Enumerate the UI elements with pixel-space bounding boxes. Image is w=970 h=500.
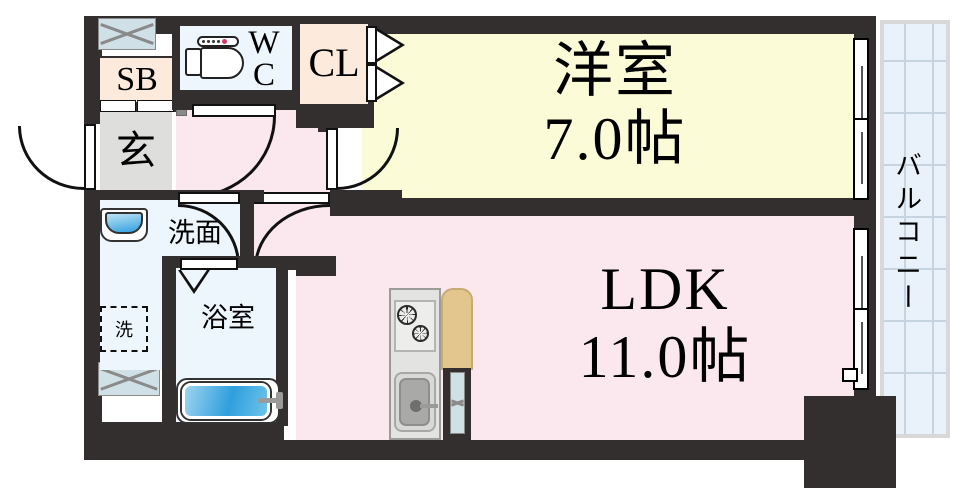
bedroom-size-label: 7.0帖 <box>543 105 687 172</box>
entrance-label: 玄 <box>116 128 156 174</box>
panel-dot <box>202 40 205 43</box>
bathtub-faucet-icon <box>258 398 280 403</box>
panel-dot-active <box>222 39 227 44</box>
bathroom-door-leaf[interactable] <box>180 258 238 270</box>
closet-floor <box>300 24 368 104</box>
bathroom-wall-left <box>162 256 176 426</box>
closet-bifold-leaf[interactable] <box>366 26 377 64</box>
ldk-sash-rail <box>861 256 863 308</box>
shoebox-floor <box>100 58 174 102</box>
structural-column <box>804 396 896 488</box>
entrance-door-swing-arc <box>18 126 84 190</box>
balcony-gridline <box>884 216 946 218</box>
balcony-gridline <box>884 320 946 322</box>
stove-burner-icon <box>412 325 429 342</box>
bedroom-floor <box>362 34 854 200</box>
balcony-gridline <box>884 268 946 270</box>
column-vent-sash[interactable] <box>842 368 858 382</box>
wc-label-c: C <box>252 56 275 93</box>
bathroom-door-arrow-fill <box>181 270 207 289</box>
kitchen-pipe-shaft-icon <box>450 372 465 434</box>
kitchen-faucet-icon <box>410 400 422 412</box>
balcony-gridline <box>884 60 946 62</box>
bedroom-sash-rail <box>861 66 863 118</box>
wall-hall-ldk-corner <box>296 256 336 276</box>
balcony-gridline <box>904 24 906 434</box>
plan-cutout-bottom <box>170 462 830 500</box>
balcony-floor <box>884 24 946 434</box>
washroom-door-leaf[interactable] <box>178 192 240 204</box>
shoebox-label: SB <box>116 61 158 99</box>
panel-dot <box>217 40 220 43</box>
entrance-floor <box>100 112 172 192</box>
wc-label-w: W <box>248 24 280 61</box>
interior-wall-bedroom-ldk <box>330 198 854 216</box>
ldk-size-label: 11.0帖 <box>578 323 752 390</box>
ldk-sash-rail <box>861 322 863 374</box>
bathtub-faucet-base <box>276 392 283 409</box>
wall-under-bedroom-door <box>330 190 402 202</box>
bathroom-label: 浴室 <box>201 302 255 334</box>
closet-label: CL <box>308 40 360 85</box>
toilet-tank-icon <box>185 48 202 76</box>
bathtub-basin <box>182 383 270 419</box>
bedroom-name-label: 洋室 <box>553 35 677 106</box>
balcony-label: バルコニー <box>890 150 922 316</box>
exterior-wall-bottom-left <box>84 422 284 460</box>
toilet-control-panel-icon <box>197 36 239 47</box>
balcony-gridline <box>884 164 946 166</box>
kitchen-sink-bowl <box>399 378 430 426</box>
kitchen-counter <box>441 288 473 370</box>
shoebox-shelf <box>100 100 136 112</box>
bedroom-sash-rail <box>861 132 863 184</box>
toilet-icon <box>200 47 244 79</box>
stove-burner-icon <box>397 305 417 325</box>
panel-dot <box>207 40 210 43</box>
pipe-shaft-icon <box>98 18 156 50</box>
shoebox-shelf <box>137 100 174 112</box>
balcony-gridline <box>884 372 946 374</box>
ldk-door-leaf[interactable] <box>254 192 330 204</box>
closet-bifold-arrow-fill <box>377 31 400 59</box>
washbasin-bowl <box>105 212 143 234</box>
balcony-gridline <box>884 112 946 114</box>
kitchen-faucet-spout <box>420 404 438 408</box>
ldk-name-label: LDK <box>600 255 730 322</box>
wall-hall-vertical <box>240 190 254 270</box>
closet-bifold-arrow-fill <box>377 69 400 97</box>
wall-hall-bedroom <box>318 106 332 132</box>
balcony-gridline <box>932 24 934 434</box>
entrance-door-leaf[interactable] <box>84 124 96 190</box>
closet-bifold-leaf[interactable] <box>366 64 377 102</box>
washer-space: 洗 <box>100 306 148 352</box>
panel-dot <box>212 40 215 43</box>
